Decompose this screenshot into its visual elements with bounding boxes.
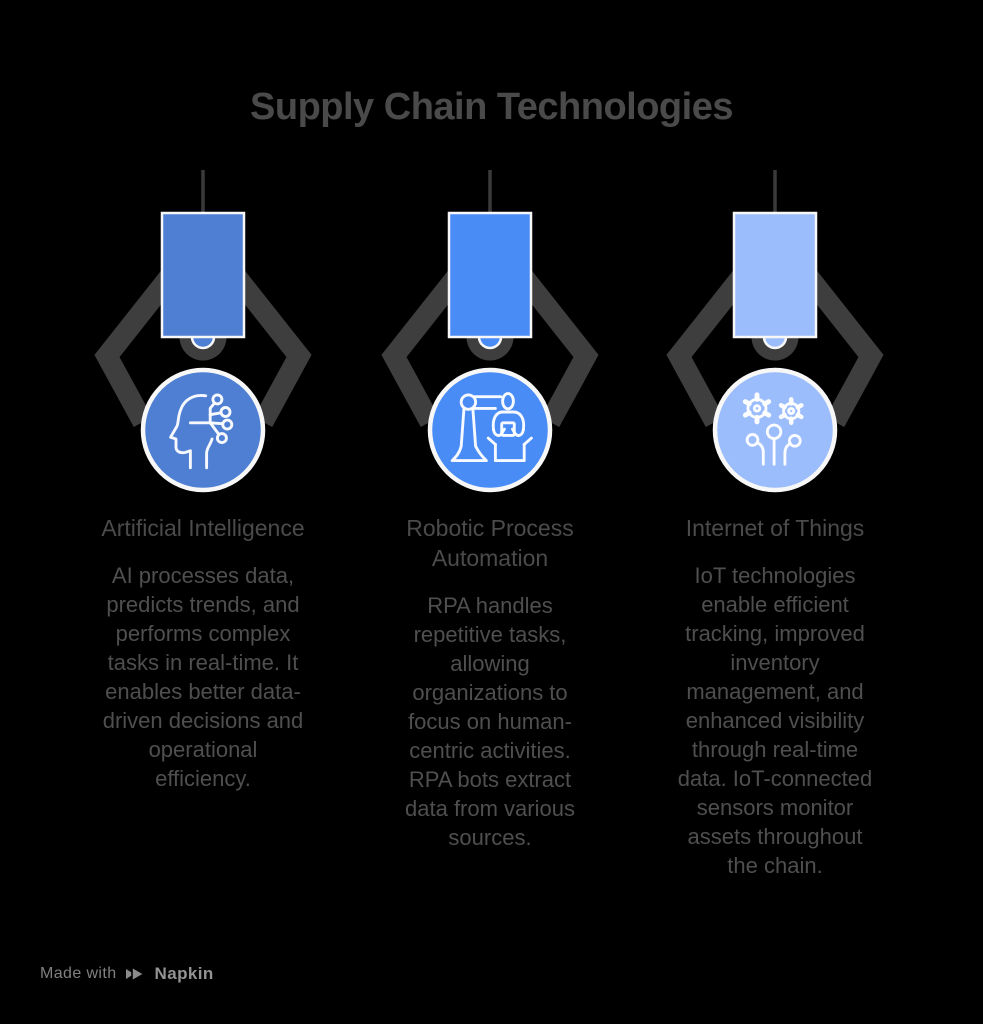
column-heading: Robotic Process Automation — [406, 515, 574, 571]
brand-label: Napkin — [154, 964, 214, 983]
column-description: IoT technologies enable efficient tracki… — [677, 563, 873, 878]
claw-machine-illustration — [666, 170, 884, 493]
claw-arm-left — [666, 268, 752, 428]
column-internet-of-things: Internet of Things IoT technologies enab… — [632, 160, 918, 880]
made-with-label: Made with — [40, 965, 117, 982]
robotic-arm-worker-icon — [450, 392, 533, 463]
column-robotic-process-automation: Robotic Process Automation RPA handles r… — [347, 160, 633, 852]
column-heading: Internet of Things — [685, 515, 865, 541]
page-title: Supply Chain Technologies — [250, 86, 733, 128]
watermark: Made with Napkin — [40, 964, 214, 984]
column-heading: Artificial Intelligence — [101, 515, 305, 541]
topic-circle — [712, 367, 838, 493]
iot-gears-sensors-icon — [742, 392, 804, 466]
ai-head-circuit-icon — [169, 393, 234, 470]
claw-machine-illustration — [381, 170, 599, 493]
claw-arm-right — [226, 268, 312, 428]
column-description: RPA handles repetitive tasks, allowing o… — [405, 593, 575, 850]
napkin-logo-icon — [125, 965, 146, 983]
topic-circle — [140, 367, 266, 493]
claw-arm-left — [94, 268, 180, 428]
column-artificial-intelligence: Artificial Intelligence AI processes dat… — [60, 160, 346, 793]
claw-body-block — [447, 211, 533, 339]
claw-arm-right — [513, 268, 599, 428]
claw-body-block — [160, 211, 246, 339]
claw-machine-illustration — [94, 170, 312, 493]
claw-body-block — [732, 211, 818, 339]
column-description: AI processes data, predicts trends, and … — [102, 563, 304, 791]
topic-circle — [427, 367, 553, 493]
claw-arm-right — [798, 268, 884, 428]
claw-arm-left — [381, 268, 467, 428]
